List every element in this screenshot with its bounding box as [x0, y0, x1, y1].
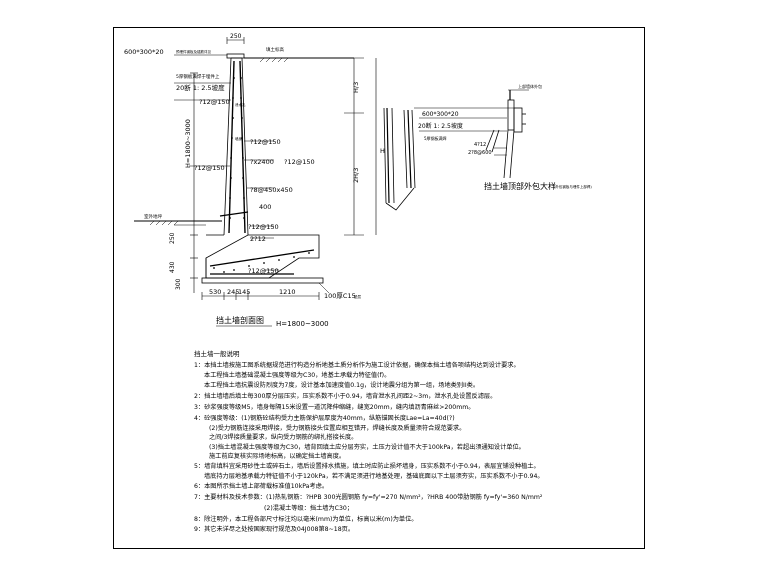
svg-text:430: 430 — [169, 261, 176, 273]
note-line: 7：主要材料及技术参数：(1)热轧钢筋：?HPB 300光圆钢筋 fy=fy'=… — [194, 494, 543, 501]
svg-text:300: 300 — [175, 278, 182, 290]
svg-text:145: 145 — [238, 288, 250, 296]
note-line: 9：其它未详尽之处按国家现行规范及04J008第8~18页。 — [194, 526, 355, 533]
svg-text:?12@150: ?12@150 — [250, 138, 281, 146]
svg-text:H=1800~3000: H=1800~3000 — [184, 119, 192, 168]
svg-text:2H/3: 2H/3 — [352, 168, 360, 183]
note-line: 墙底持力层地基承载力特征值不小于120kPa，若不满足须进行地基处理，基础底面以… — [204, 473, 544, 480]
drawing-sheet: 600*300*20 预埋件钢板及锚筋详见 250 填土标高 5厚钢板满焊于埋件… — [113, 27, 645, 549]
slope-label: 20断 1: 2.5坡度 — [176, 83, 225, 92]
top-detail-drawing — [383, 89, 529, 211]
svg-text:?12@150: ?12@150 — [199, 98, 230, 106]
note-line: (3)挡土墙混凝土强度等级为C30，墙背回填土应分层夯实，土压力设计值不大于10… — [209, 444, 525, 451]
note-line: 之间/3焊接质量要求，纵向受力钢筋的绑扎搭接长度。 — [209, 434, 358, 441]
svg-text:2?8@600: 2?8@600 — [468, 150, 492, 156]
svg-text:?12@150: ?12@150 — [284, 158, 315, 166]
svg-text:1210: 1210 — [279, 288, 296, 296]
svg-text:上部墙体外包: 上部墙体外包 — [518, 83, 542, 89]
svg-text:?x2400: ?x2400 — [250, 158, 274, 166]
note-line: 本工程挡土墙抗震设防烈度为7度，设计基本加速度值0.1g，设计地震分组为第一组，… — [204, 382, 480, 389]
detail-title: 挡土墙顶部外包大样 — [484, 181, 556, 191]
svg-text:20断 1: 2.5坡度: 20断 1: 2.5坡度 — [418, 122, 463, 130]
svg-text:600*300*20: 600*300*20 — [422, 111, 459, 118]
svg-text:?12@150: ?12@150 — [248, 223, 279, 231]
note-line: 6：本图所示挡土墙上部荷载标准值10kPa考虑。 — [194, 483, 329, 490]
svg-text:填土标高: 填土标高 — [266, 46, 284, 53]
svg-text:250: 250 — [169, 232, 176, 244]
svg-text:5厚钢板满焊: 5厚钢板满焊 — [424, 135, 447, 141]
svg-text:245: 245 — [227, 288, 239, 296]
svg-text:250: 250 — [230, 33, 242, 40]
svg-text:100厚C15: 100厚C15 — [324, 292, 356, 300]
notes-heading: 挡土墙一般说明 — [194, 350, 240, 358]
svg-text:墙身: 墙身 — [235, 136, 242, 141]
wall-inner-face — [241, 57, 249, 236]
svg-text:泄水孔: 泄水孔 — [235, 102, 246, 107]
note-line: 8：除注明外，本工程各部尺寸标注均以毫米(mm)为单位，标高以米(m)为单位。 — [194, 516, 418, 523]
note-line: 施工前应复核实际场地标高，以确定挡土墙高度。 — [209, 453, 346, 460]
rebar-dots — [229, 77, 245, 219]
note-line: 5：墙背填料宜采用砂性土或碎石土，墙后设置排水措施，填土时应防止损坏墙身，压实系… — [194, 463, 540, 470]
drawing-canvas: 600*300*20 预埋件钢板及锚筋详见 250 填土标高 5厚钢板满焊于埋件… — [124, 33, 592, 328]
wall-outer-face — [223, 57, 232, 236]
note-line: 本工程挡土墙基础混凝土强度等级为C30，地基土承载力特征值(f)。 — [204, 372, 391, 379]
note-line: 2：挡土墙墙后填土每300厚分层压实，压实系数不小于0.94，墙背泄水孔间距2~… — [194, 393, 497, 400]
svg-text:?12@150: ?12@150 — [194, 164, 225, 172]
svg-text:(外包钢板与埋件上部焊): (外包钢板与埋件上部焊) — [554, 184, 592, 189]
svg-text:4?12: 4?12 — [474, 142, 486, 148]
svg-text:5厚钢板满焊于埋件上: 5厚钢板满焊于埋件上 — [176, 73, 220, 80]
svg-text:垫层: 垫层 — [354, 294, 362, 299]
svg-text:530: 530 — [209, 288, 221, 296]
beam-top-label: 600*300*20 — [124, 48, 164, 56]
cap-plate — [226, 53, 245, 59]
note-line: (2)混凝土等级：挡土墙为C30； — [264, 505, 354, 512]
svg-text:?12@150: ?12@150 — [248, 267, 279, 275]
svg-text:2?12: 2?12 — [250, 235, 266, 243]
ground-label: 室外地坪 — [144, 213, 162, 220]
svg-text:400: 400 — [259, 203, 271, 211]
note-line: 4：砼强度等级：(1)钢筋砼结构受力主筋保护层厚度为40mm，纵筋锚固长度Lae… — [194, 415, 455, 422]
section-subtitle: H=1800~3000 — [276, 320, 329, 328]
note-line: 1：本挡土墙按施工图系统据规范进行构造分析地基土质分析作为施工设计依据，确保本挡… — [194, 362, 520, 369]
svg-text:H: H — [380, 147, 385, 155]
svg-text:H/3: H/3 — [352, 82, 360, 93]
note-line: 3：砂浆强度等级M5，墙身每隔15米设置一道沉降伸缩缝，缝宽20mm，缝内填沥青… — [194, 404, 475, 411]
svg-text:?8@450x450: ?8@450x450 — [250, 186, 293, 194]
note-line: (2)受力钢筋连接采用焊接，受力钢筋接头位置应相互错开，焊缝长度及质量须符合规范… — [209, 425, 466, 432]
svg-text:预埋件钢板及锚筋详见: 预埋件钢板及锚筋详见 — [176, 49, 211, 54]
section-title: 挡土墙剖面图 — [216, 315, 264, 325]
